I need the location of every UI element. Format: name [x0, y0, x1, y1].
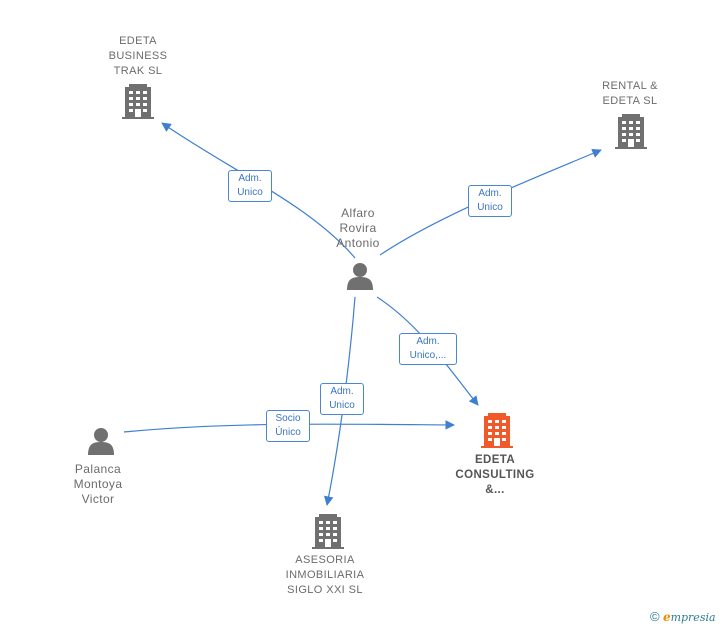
- empresia-logo[interactable]: © empresia: [650, 609, 716, 624]
- brand-name: mpresia: [670, 611, 716, 624]
- label-line: SIGLO XXI SL: [287, 584, 363, 596]
- label-line: Victor: [81, 492, 115, 506]
- edge-label-line: Adm.: [238, 173, 262, 184]
- edge-label-line: Unico,...: [409, 350, 447, 361]
- edge-label-adm-unico: Adm. Unico: [320, 383, 364, 415]
- label-line: Rovira: [339, 221, 377, 235]
- edge-label-line: Único: [275, 427, 301, 438]
- edge-label-line: Unico: [329, 400, 355, 411]
- label-line: Antonio: [336, 236, 380, 250]
- label-line: CONSULTING: [455, 469, 535, 481]
- label-line: EDETA: [119, 35, 157, 47]
- node-label-alfaro[interactable]: Alfaro Rovira Antonio: [318, 206, 398, 251]
- edge-label-adm-unico: Adm. Unico: [228, 170, 272, 202]
- label-line: &...: [485, 484, 505, 496]
- edge-label-line: Unico: [237, 187, 263, 198]
- person-icon[interactable]: [88, 428, 114, 455]
- edge-label-line: Adm.: [330, 386, 354, 397]
- edge-label-line: Adm.: [478, 188, 502, 199]
- label-line: Alfaro: [341, 206, 375, 220]
- edge-label-socio-unico: Socio Único: [266, 410, 310, 442]
- person-icon[interactable]: [347, 263, 373, 290]
- building-icon[interactable]: [481, 413, 513, 448]
- edge-label-line: Socio: [275, 413, 301, 424]
- building-icon[interactable]: [122, 84, 154, 119]
- label-line: ASESORIA: [295, 554, 355, 566]
- node-label-asesoria[interactable]: ASESORIA INMOBILIARIA SIGLO XXI SL: [270, 553, 380, 598]
- edge-label-line: Adm.: [416, 336, 440, 347]
- label-line: RENTAL &: [602, 80, 658, 92]
- copyright-symbol: ©: [650, 609, 660, 624]
- building-icon[interactable]: [312, 514, 344, 549]
- edge-label-line: Unico: [477, 202, 503, 213]
- label-line: TRAK SL: [113, 65, 163, 77]
- label-line: EDETA SL: [602, 95, 658, 107]
- label-line: EDETA: [474, 454, 516, 466]
- label-line: BUSINESS: [108, 50, 168, 62]
- node-label-edeta-consulting[interactable]: EDETA CONSULTING &...: [440, 453, 550, 498]
- node-label-rental-edeta[interactable]: RENTAL & EDETA SL: [580, 79, 680, 109]
- node-label-edeta-business[interactable]: EDETA BUSINESS TRAK SL: [88, 34, 188, 79]
- node-label-palanca[interactable]: Palanca Montoya Victor: [58, 462, 138, 507]
- brand-initial: e: [662, 610, 671, 624]
- label-line: Palanca: [74, 462, 122, 476]
- building-icon[interactable]: [615, 114, 647, 149]
- edge-label-adm-unico: Adm. Unico: [468, 185, 512, 217]
- label-line: Montoya: [73, 477, 123, 491]
- edge-label-adm-unico-more: Adm. Unico,...: [399, 333, 457, 365]
- label-line: INMOBILIARIA: [285, 569, 365, 581]
